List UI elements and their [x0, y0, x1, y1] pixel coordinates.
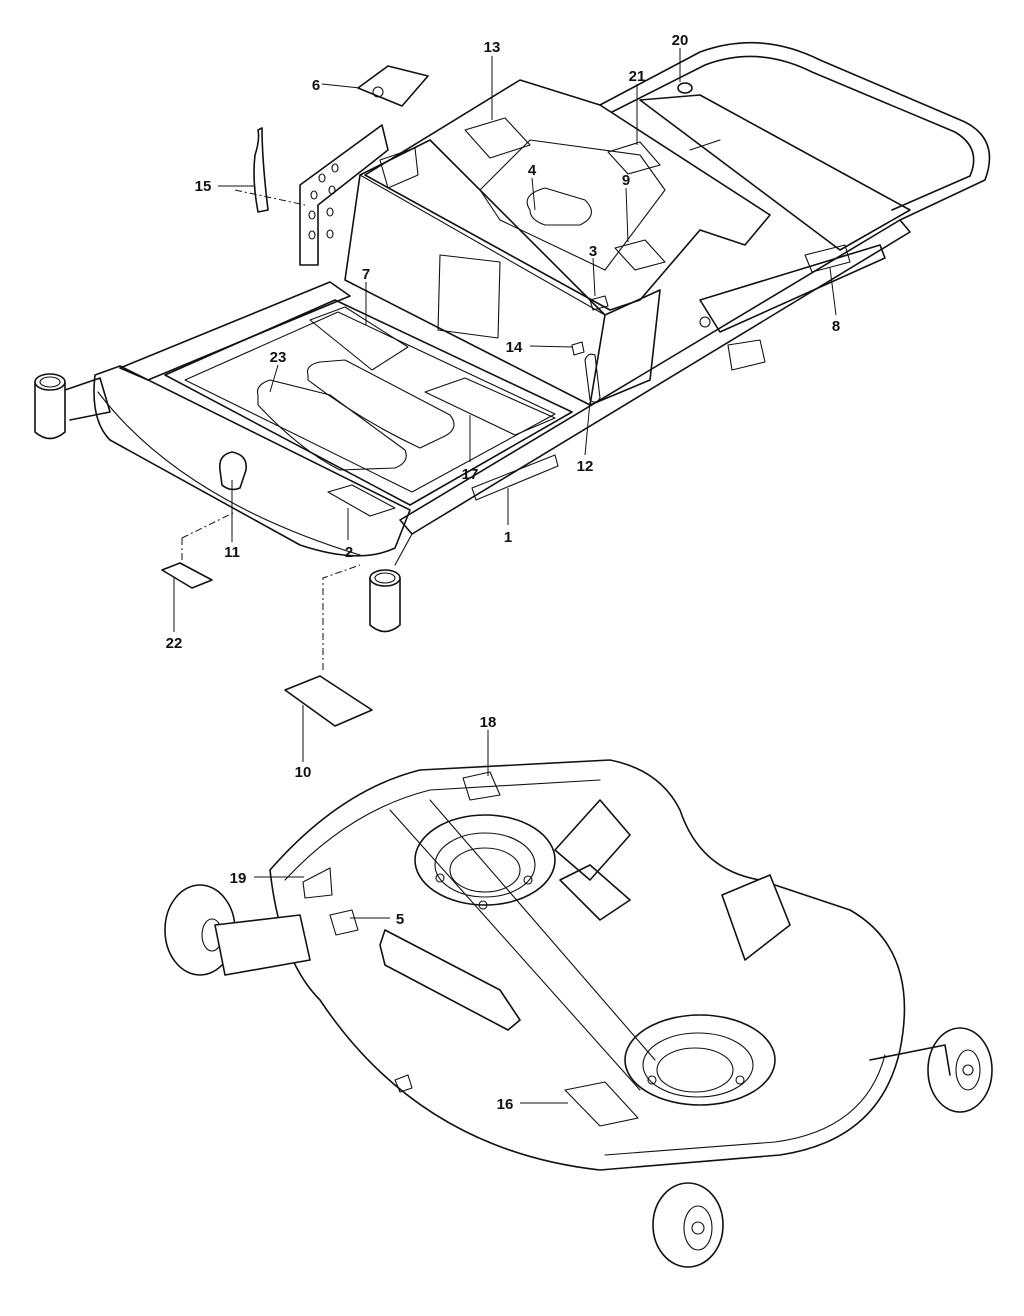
- callout-6: 6: [312, 77, 320, 94]
- decal-14: [571, 341, 585, 356]
- callout-23: 23: [270, 349, 287, 366]
- decal-13: [464, 117, 531, 159]
- callout-16: 16: [497, 1096, 514, 1113]
- decal-3: [589, 295, 609, 311]
- decal-15: [253, 127, 269, 213]
- decal-22: [161, 562, 213, 589]
- callout-13: 13: [484, 39, 501, 56]
- decal-11: [218, 451, 248, 491]
- callout-4: 4: [528, 162, 537, 179]
- decal-23-lower: [256, 379, 407, 471]
- callout-22: 22: [166, 635, 183, 652]
- decal-20: [677, 82, 693, 94]
- decal-18: [462, 771, 501, 801]
- decal-8: [804, 244, 851, 273]
- callout-1: 1: [504, 529, 512, 546]
- caster-tube-right: [369, 569, 401, 633]
- callout-12: 12: [577, 458, 594, 475]
- callout-5: 5: [396, 911, 404, 928]
- callout-19: 19: [230, 870, 247, 887]
- callout-7: 7: [362, 266, 370, 283]
- mower-frame-assembly: [34, 41, 991, 727]
- decal-9: [614, 239, 666, 271]
- decal-16: [564, 1081, 639, 1127]
- callout-14: 14: [506, 339, 523, 356]
- callout-20: 20: [672, 32, 689, 49]
- callout-15: 15: [195, 178, 212, 195]
- decal-2: [327, 484, 396, 517]
- decal-21: [607, 141, 661, 175]
- callout-2: 2: [345, 544, 353, 561]
- gauge-wheel-left: [164, 884, 311, 976]
- decal-19: [302, 867, 333, 899]
- leader-lines: [173, 48, 837, 1104]
- gauge-wheel-front: [652, 1182, 724, 1268]
- decal-6: [357, 65, 429, 107]
- decal-10: [284, 675, 373, 727]
- spindle-left: [414, 814, 556, 910]
- callout-18: 18: [480, 714, 497, 731]
- caster-tube-left: [34, 373, 111, 440]
- callout-11: 11: [224, 544, 240, 561]
- decal-5: [329, 909, 359, 936]
- gauge-wheel-right: [869, 1027, 993, 1113]
- decal-1: [471, 454, 559, 501]
- spindle-right: [624, 1014, 776, 1106]
- callout-8: 8: [832, 318, 840, 335]
- mower-deck-assembly: [164, 759, 993, 1268]
- callout-17: 17: [462, 466, 479, 483]
- callout-9: 9: [622, 172, 630, 189]
- callout-21: 21: [629, 68, 646, 85]
- decal-console: [437, 254, 501, 339]
- callout-10: 10: [295, 764, 312, 781]
- decal-17: [424, 377, 556, 436]
- decal-23-middle: [306, 359, 455, 449]
- callout-3: 3: [589, 243, 597, 260]
- decal-23-upper: [309, 306, 409, 371]
- decal-12: [584, 353, 601, 403]
- callout-labels: 1 2 3 4 5 6 7 8 9 10 11 12 13 14 15 16 1…: [166, 32, 841, 1113]
- bracket-holes: [308, 163, 339, 240]
